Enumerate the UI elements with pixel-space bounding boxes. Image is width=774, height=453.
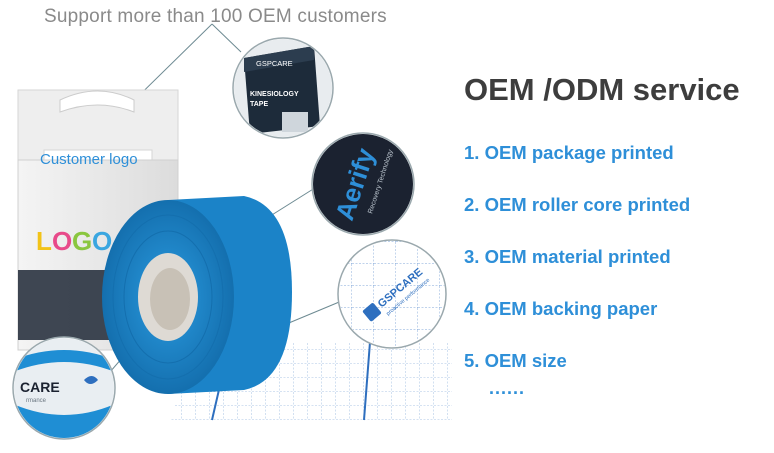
svg-text:L: L: [36, 226, 52, 256]
material-bubble: CARE rmance: [12, 336, 116, 440]
customer-logo-text: Customer logo: [40, 151, 138, 168]
service-item-material: 3. OEM material printed: [464, 246, 671, 267]
package-box: Customer logo L O G O: [17, 89, 179, 351]
roller-core-bubble: Aerify Recovery Technology: [311, 132, 415, 236]
svg-text:O: O: [52, 226, 72, 256]
service-item-package: 1. OEM package printed: [464, 142, 674, 163]
svg-text:CARE: CARE: [20, 379, 60, 395]
svg-text:O: O: [92, 226, 112, 256]
logo-placeholder: L O G O: [36, 226, 112, 256]
support-caption: Support more than 100 OEM customers: [44, 6, 387, 27]
svg-text:KINESIOLOGY: KINESIOLOGY: [250, 91, 299, 98]
package-bubble: GSPCARE KINESIOLOGY TAPE: [232, 37, 334, 139]
service-title: OEM /ODM service: [464, 72, 740, 107]
tape-roll: [102, 196, 292, 394]
svg-text:G: G: [72, 226, 92, 256]
service-item-roller-core: 2. OEM roller core printed: [464, 194, 691, 215]
svg-text:GSPCARE: GSPCARE: [256, 59, 293, 68]
more-ellipsis: ......: [489, 378, 526, 398]
backing-paper-bubble: GSPCARE proactive performance: [337, 239, 447, 349]
product-illustration: Customer logo L O G O: [12, 23, 452, 440]
svg-text:TAPE: TAPE: [250, 101, 268, 108]
service-item-size: 5. OEM size: [464, 350, 567, 371]
service-item-backing: 4. OEM backing paper: [464, 298, 658, 319]
svg-text:rmance: rmance: [26, 398, 47, 404]
